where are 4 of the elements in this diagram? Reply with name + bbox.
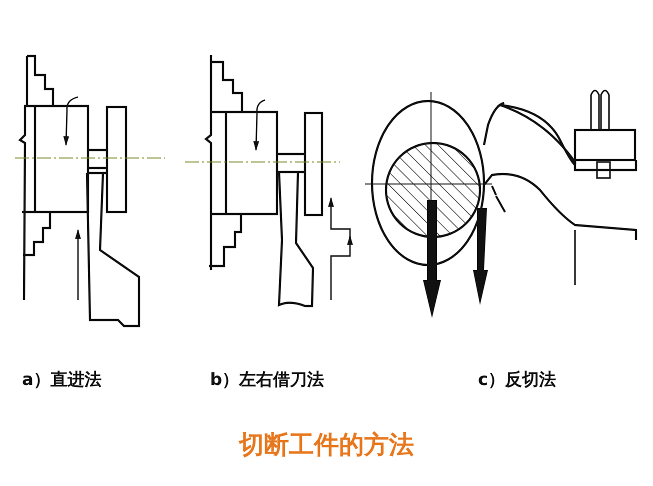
diagram-title: 切断工件的方法 <box>239 430 414 459</box>
method-caption: b）左右借刀法 <box>210 369 324 391</box>
method-caption: c）反切法 <box>478 369 556 391</box>
method-caption: a）直进法 <box>22 369 102 391</box>
